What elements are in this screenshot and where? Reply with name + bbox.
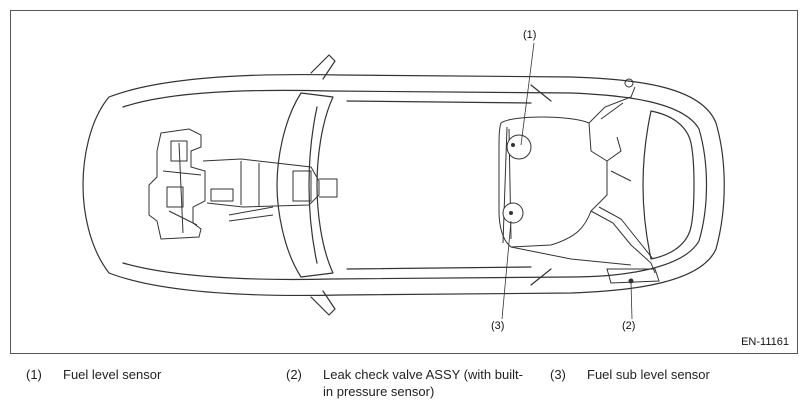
mirror-right	[310, 290, 336, 316]
legend-text: Leak check valve ASSY (with built-in pre…	[323, 367, 523, 399]
legend-number: (2)	[286, 367, 302, 382]
fuel-level-sensor-locator	[506, 134, 532, 160]
mirror-left	[310, 54, 336, 80]
diagram-frame: (1) (2) (3) EN-11161	[10, 10, 798, 354]
leader-line-3	[501, 220, 512, 320]
callout-label-1: (1)	[523, 29, 537, 41]
legend-number: (1)	[26, 367, 42, 382]
callout-label-3: (3)	[491, 320, 505, 332]
windshield	[276, 92, 334, 278]
figure-id: EN-11161	[741, 336, 789, 348]
fuel-tank-assembly	[498, 78, 660, 284]
car-body-outline	[82, 73, 725, 297]
callout-label-2: (2)	[622, 320, 636, 332]
legend-text: Fuel level sensor	[63, 367, 162, 382]
engine-assembly	[148, 128, 338, 240]
leader-line-2	[630, 282, 633, 320]
legend-text: Fuel sub level sensor	[587, 367, 710, 382]
legend-number: (3)	[550, 367, 566, 382]
leader-line-1	[520, 42, 535, 146]
rear-window	[642, 110, 695, 260]
vehicle-top-view-diagram	[82, 42, 725, 320]
